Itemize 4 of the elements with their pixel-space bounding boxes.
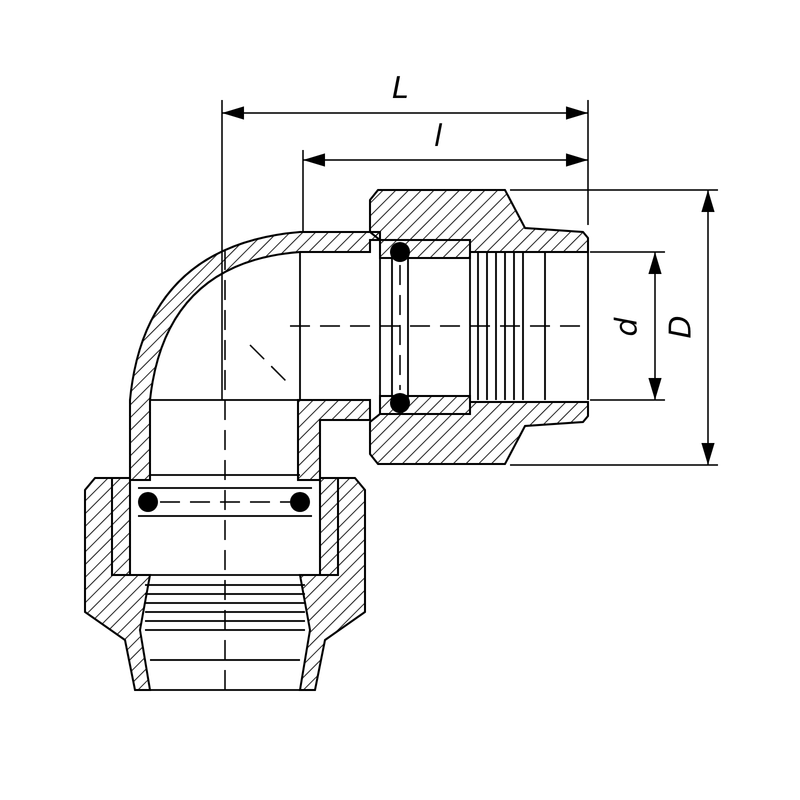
dimension-label: d — [612, 317, 643, 337]
dimension-label: l — [434, 122, 442, 152]
dimension-label: L — [392, 74, 409, 104]
dimension-label: D — [666, 315, 697, 339]
